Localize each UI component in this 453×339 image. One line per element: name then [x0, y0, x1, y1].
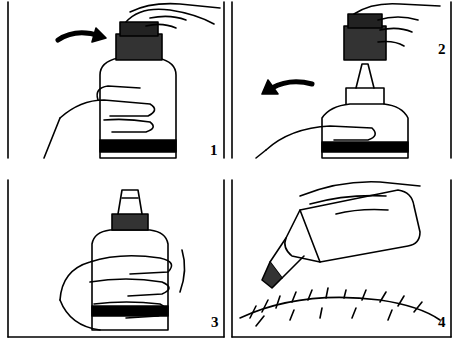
- callout-number: 4: [438, 315, 446, 330]
- callout-number: 3: [211, 315, 219, 330]
- callout-number: 2: [438, 42, 446, 57]
- bottle-opening-step: [44, 4, 220, 158]
- bottle-cap-removal-step: [256, 4, 440, 158]
- bottle-application-step: [240, 182, 440, 326]
- callout-number: 1: [210, 143, 218, 158]
- bottle-shaking-step: [60, 190, 185, 330]
- panel-frame: [8, 2, 451, 337]
